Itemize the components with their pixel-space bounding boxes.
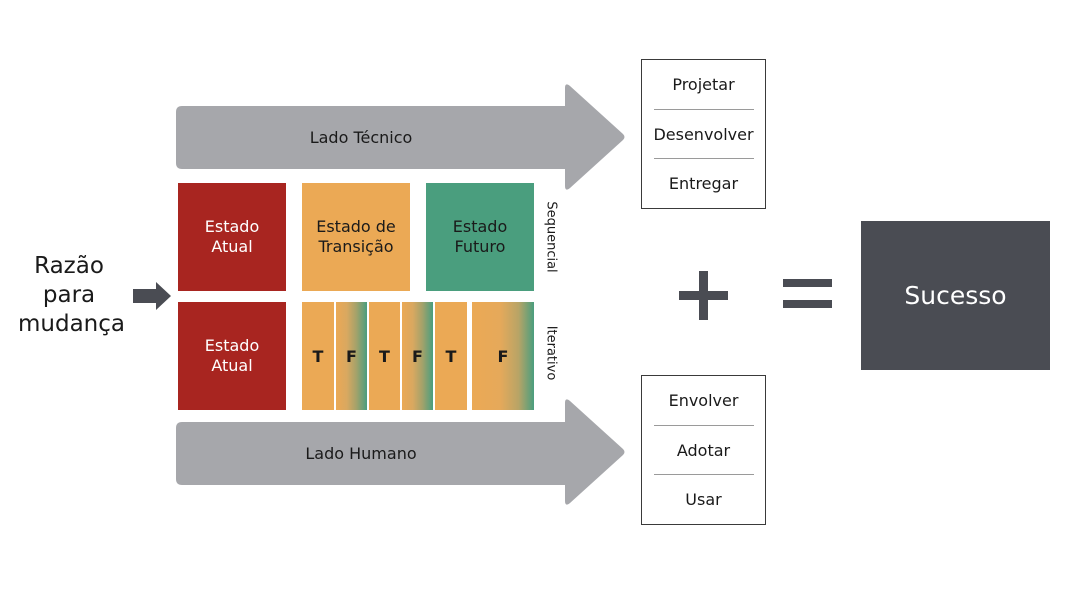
plus-icon bbox=[679, 271, 728, 320]
iteration-transition-segment: T bbox=[369, 302, 400, 410]
list-item: Desenvolver bbox=[653, 124, 754, 144]
box-line: Transição bbox=[318, 237, 394, 256]
box-line: Estado bbox=[204, 336, 260, 355]
list-item: Usar bbox=[685, 490, 722, 510]
human-side-label: Lado Humano bbox=[305, 444, 417, 463]
iteration-transition-segment: T bbox=[302, 302, 334, 410]
sequential-label: Sequencial bbox=[543, 201, 559, 273]
reason-line-1: Razão bbox=[34, 253, 104, 279]
box-line: Atual bbox=[211, 237, 253, 256]
divider bbox=[653, 424, 754, 426]
equals-icon bbox=[783, 279, 832, 309]
divider bbox=[653, 158, 754, 160]
list-item: Projetar bbox=[672, 74, 735, 94]
success-box: Sucesso bbox=[861, 221, 1050, 370]
list-item: Adotar bbox=[676, 440, 731, 460]
iteration-future-segment: F bbox=[336, 302, 367, 410]
iterative-label: Iterativo bbox=[543, 325, 559, 381]
iteration-future-segment: F bbox=[472, 302, 534, 410]
technical-side-label: Lado Técnico bbox=[309, 128, 413, 147]
divider bbox=[653, 108, 754, 110]
box-line: Estado bbox=[204, 217, 260, 236]
technical-steps-list: Projetar Desenvolver Entregar bbox=[641, 59, 766, 209]
human-side-arrow bbox=[176, 399, 625, 505]
iteration-transition-segment: T bbox=[435, 302, 467, 410]
right-arrow-icon bbox=[133, 282, 171, 310]
box-line: Atual bbox=[211, 356, 253, 375]
box-line: Estado bbox=[452, 217, 508, 236]
reason-for-change-label: Razão para mudança bbox=[18, 252, 125, 339]
box-line: Estado de bbox=[316, 217, 396, 236]
list-item: Envolver bbox=[668, 390, 739, 410]
reason-line-2: para bbox=[42, 282, 96, 308]
human-steps-list: Envolver Adotar Usar bbox=[641, 375, 766, 525]
box-line: Futuro bbox=[454, 237, 506, 256]
technical-side-arrow bbox=[176, 84, 625, 190]
iteration-future-segment: F bbox=[402, 302, 433, 410]
list-item: Entregar bbox=[668, 174, 739, 194]
divider bbox=[653, 474, 754, 476]
reason-line-3: mudança bbox=[18, 311, 125, 337]
